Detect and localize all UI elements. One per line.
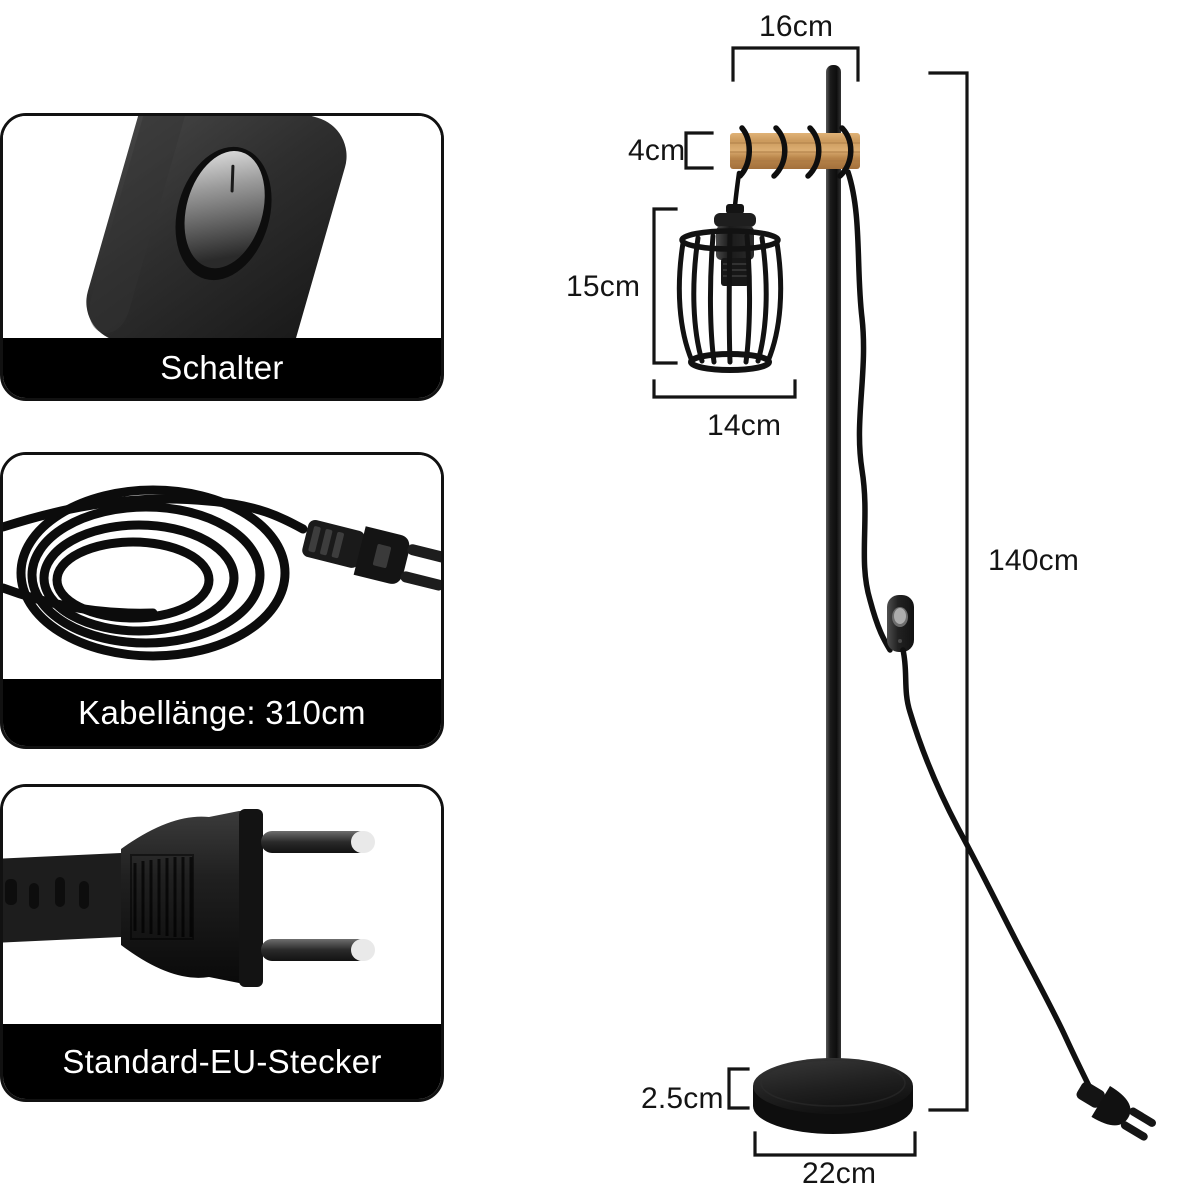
- cage-wires: [676, 232, 784, 365]
- switch-caption: Schalter: [3, 338, 441, 398]
- dim-bracket-14cm: [652, 379, 797, 399]
- dimension-label-shade-width: 14cm: [707, 409, 782, 442]
- power-cord-upper: [845, 169, 893, 653]
- dimension-label-crossbar-width: 16cm: [759, 10, 834, 43]
- dim-bracket-140cm: [928, 71, 969, 1112]
- cable-photo: [3, 455, 441, 685]
- dim-bracket-22cm: [753, 1131, 917, 1157]
- dimension-label-base-diameter: 22cm: [802, 1157, 877, 1190]
- lamp-base: [753, 1058, 913, 1134]
- switch-photo: [3, 116, 441, 344]
- plug-caption: Standard-EU-Stecker: [3, 1024, 441, 1099]
- feature-panel-cable: Kabellänge: 310cm: [0, 452, 444, 749]
- feature-panel-plug: Standard-EU-Stecker: [0, 784, 444, 1102]
- dim-bracket-15cm: [652, 207, 678, 365]
- plug-photo: [3, 787, 441, 1030]
- power-cord-lower: [900, 647, 1097, 1099]
- wood-crossbar: [730, 125, 860, 179]
- dimension-label-shade-height: 15cm: [566, 270, 641, 303]
- feature-panel-switch: Schalter: [0, 113, 444, 401]
- lamp-pole: [826, 65, 841, 1090]
- dim-bracket-16cm: [731, 46, 860, 82]
- crossbar-cord-wrap: [737, 125, 854, 179]
- dimension-label-crossbar-height: 4cm: [628, 134, 686, 167]
- dim-bracket-2_5cm: [727, 1067, 750, 1110]
- eu-plug: [1076, 1081, 1156, 1141]
- inline-cord-switch[interactable]: [887, 595, 914, 652]
- dimension-lines: [652, 46, 969, 1157]
- cage-lampshade: [676, 204, 784, 373]
- dimension-label-base-thickness: 2.5cm: [641, 1082, 724, 1115]
- cable-caption: Kabellänge: 310cm: [3, 679, 441, 746]
- dim-bracket-4cm: [684, 131, 714, 170]
- dimension-label-total-height: 140cm: [988, 544, 1080, 577]
- pendant-drop-cord: [732, 170, 742, 209]
